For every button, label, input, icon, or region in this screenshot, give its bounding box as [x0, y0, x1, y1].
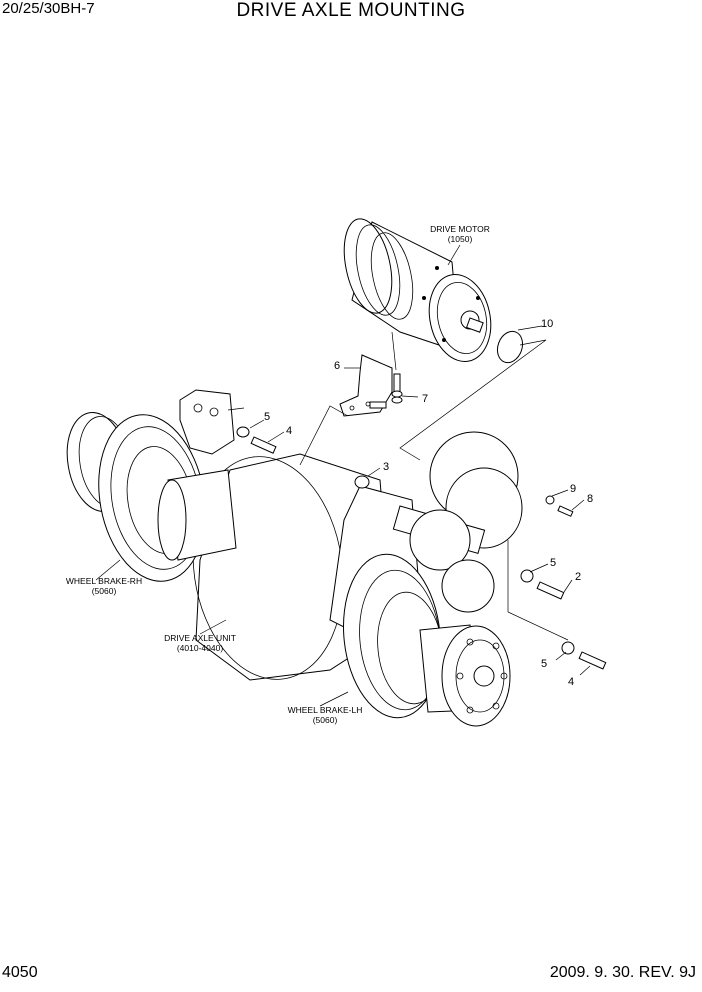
callout-2: 2	[575, 571, 581, 583]
callout-5-lower: 5	[541, 658, 547, 670]
drive-motor-drawing	[343, 218, 492, 362]
callout-10: 10	[541, 318, 553, 330]
callout-5-middle: 5	[550, 557, 556, 569]
callout-9: 9	[570, 483, 576, 495]
leader-lines	[95, 244, 591, 707]
wheel-brake-rh-label: WHEEL BRAKE-RH	[66, 576, 142, 586]
drive-motor-code: (1050)	[448, 234, 473, 244]
model-code: 20/25/30BH-7	[2, 0, 95, 17]
hub-flange-drawing	[441, 625, 511, 727]
wheel-brake-rh-code: (5060)	[92, 586, 117, 596]
mounting-bracket-part	[339, 354, 393, 417]
callout-5-upper: 5	[264, 411, 270, 423]
drive-motor-label: DRIVE MOTOR	[430, 224, 490, 234]
callout-7: 7	[422, 393, 428, 405]
bolt-7-part	[369, 373, 403, 409]
drive-axle-unit-code: (4010-4040)	[177, 643, 223, 653]
page-title: DRIVE AXLE MOUNTING	[236, 0, 466, 21]
revision-date: 2009. 9. 30. REV. 9J	[549, 964, 696, 981]
page-number: 4050	[2, 964, 38, 981]
washer-3-part	[354, 475, 370, 489]
callout-4-lower: 4	[568, 676, 574, 688]
callout-8: 8	[587, 493, 593, 505]
wheel-brake-rh-drawing	[66, 411, 237, 582]
callout-4-upper: 4	[286, 425, 292, 437]
wheel-brake-lh-code: (5060)	[313, 715, 338, 725]
callout-3: 3	[383, 461, 389, 473]
o-ring-part	[496, 330, 524, 364]
drive-axle-unit-label: DRIVE AXLE UNIT	[164, 633, 236, 643]
callout-6: 6	[334, 360, 340, 372]
axle-housing-bracket	[179, 389, 235, 455]
wheel-brake-lh-label: WHEEL BRAKE-LH	[288, 705, 363, 715]
right-fasteners	[236, 426, 607, 670]
